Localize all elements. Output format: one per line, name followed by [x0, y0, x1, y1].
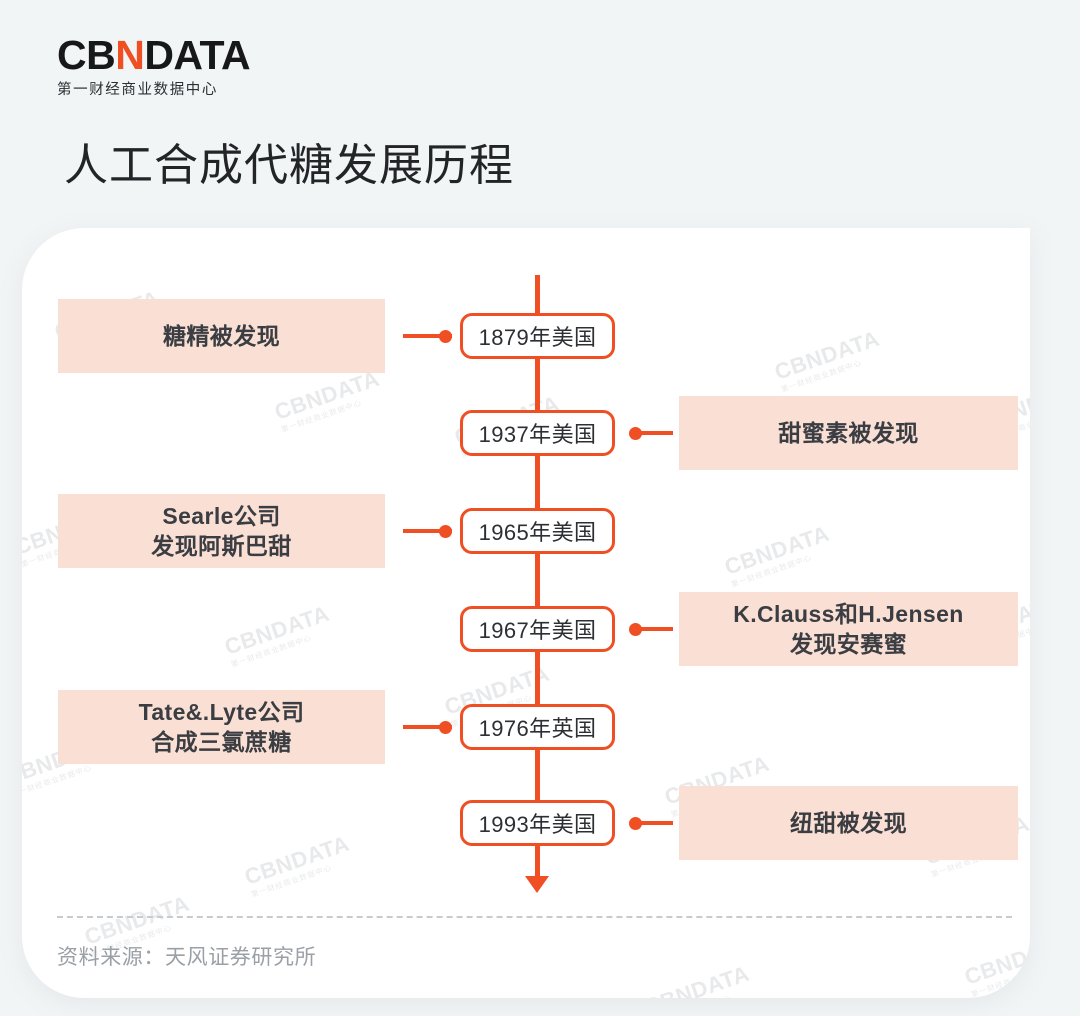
event-label-line-1: K.Clauss和H.Jensen: [733, 600, 964, 627]
logo-wordmark: CBNDATA: [57, 35, 377, 76]
event-label: Searle公司发现阿斯巴甜: [151, 501, 291, 562]
timeline-connector-dot: [629, 817, 642, 830]
event-label: 纽甜被发现: [790, 809, 907, 836]
timeline-connector-line: [403, 334, 452, 338]
event-label-line-2: 发现阿斯巴甜: [151, 533, 292, 559]
timeline-date-pill[interactable]: 1937年美国: [460, 410, 615, 456]
source-note: 资料来源：天风证券研究所: [57, 946, 317, 969]
timeline-event-box[interactable]: 纽甜被发现: [679, 786, 1018, 860]
event-label-line-2: 发现安赛蜜: [790, 631, 907, 657]
timeline-date-pill[interactable]: 1967年美国: [460, 606, 615, 652]
timeline-connector-line: [635, 431, 673, 435]
timeline-date-pill[interactable]: 1976年英国: [460, 704, 615, 750]
event-label-line-1: Searle公司: [162, 502, 281, 529]
timeline-connector-dot: [629, 427, 642, 440]
timeline-connector-line: [635, 821, 673, 825]
logo-accent-letter: N: [115, 32, 145, 78]
timeline-connector-dot: [439, 330, 452, 343]
event-label: Tate&.Lyte公司合成三氯蔗糖: [139, 697, 305, 758]
footer-divider: [57, 916, 1012, 918]
brand-logo: CBNDATA 第一财经商业数据中心: [57, 35, 377, 98]
logo-subtitle: 第一财经商业数据中心: [57, 82, 218, 98]
timeline-event-box[interactable]: 糖精被发现: [58, 299, 385, 373]
timeline-connector-dot: [439, 525, 452, 538]
logo-suffix: DATA: [144, 32, 251, 78]
event-label: 糖精被发现: [163, 322, 280, 349]
event-label: 甜蜜素被发现: [778, 419, 919, 446]
event-label-line-2: 合成三氯蔗糖: [151, 729, 292, 755]
timeline-arrow-icon: [525, 876, 549, 893]
event-label: K.Clauss和H.Jensen 发现安赛蜜: [733, 599, 964, 660]
timeline-connector-line: [403, 529, 452, 533]
timeline-event-box[interactable]: Searle公司发现阿斯巴甜: [58, 494, 385, 568]
logo-prefix: CB: [57, 32, 116, 78]
timeline-date-pill[interactable]: 1879年美国: [460, 313, 615, 359]
page-title: 人工合成代糖发展历程: [64, 141, 514, 190]
timeline-connector-dot: [629, 623, 642, 636]
timeline-event-box[interactable]: Tate&.Lyte公司合成三氯蔗糖: [58, 690, 385, 764]
event-label-line-1: Tate&.Lyte公司: [138, 698, 305, 725]
timeline-event-box[interactable]: 甜蜜素被发现: [679, 396, 1018, 470]
timeline-connector-line: [403, 725, 452, 729]
timeline-date-pill[interactable]: 1993年美国: [460, 800, 615, 846]
timeline-axis: [535, 275, 540, 880]
timeline-event-box[interactable]: K.Clauss和H.Jensen 发现安赛蜜: [679, 592, 1018, 666]
timeline-connector-line: [635, 627, 673, 631]
timeline-connector-dot: [439, 721, 452, 734]
timeline-date-pill[interactable]: 1965年美国: [460, 508, 615, 554]
